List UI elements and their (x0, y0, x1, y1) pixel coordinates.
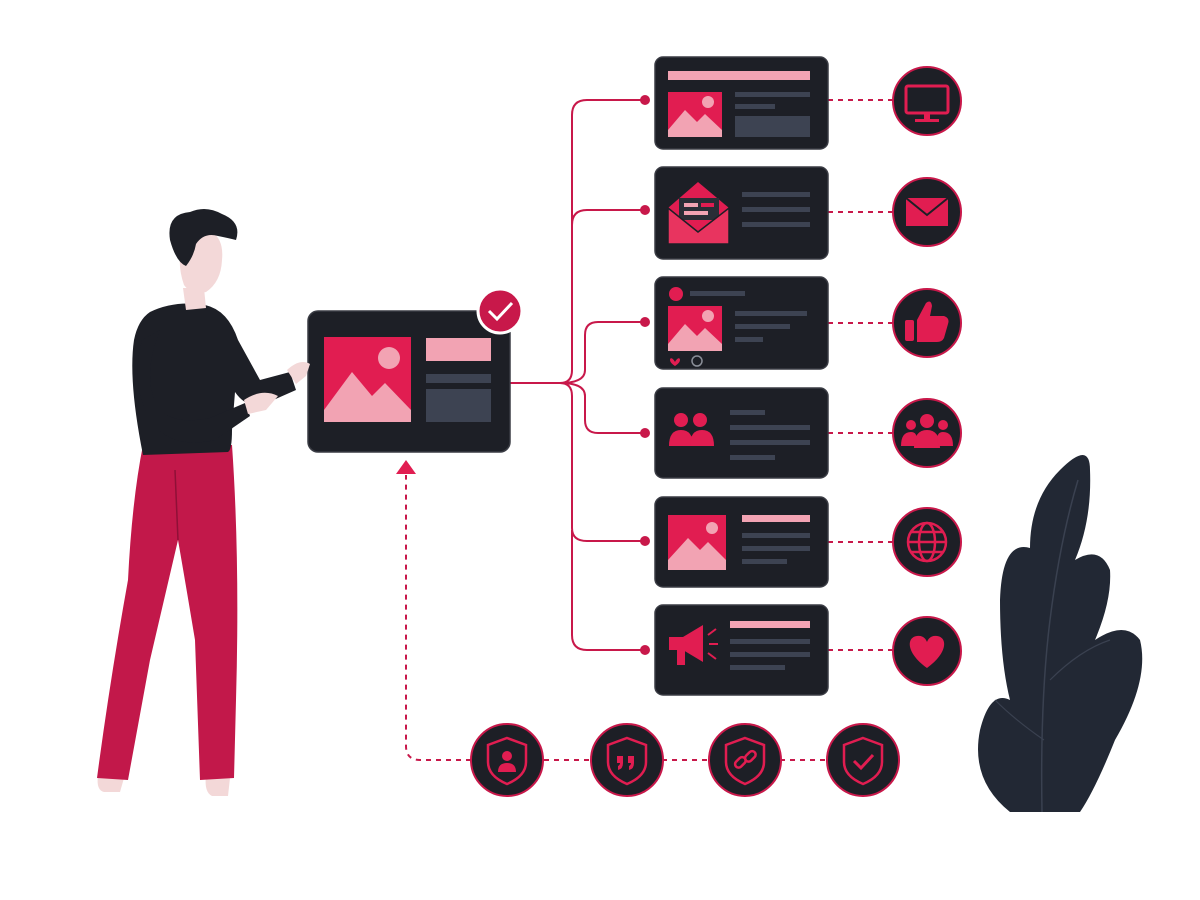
channel-card-email (654, 166, 829, 260)
shield-check-icon (842, 736, 884, 786)
image-icon (668, 515, 726, 570)
thumbs-up-icon (905, 301, 949, 342)
image-icon (668, 92, 722, 137)
channel-node-favorite (892, 616, 962, 686)
decorative-plant (978, 455, 1143, 813)
text-placeholder (426, 374, 491, 383)
hand (244, 392, 278, 414)
channel-node-web (892, 507, 962, 577)
open-envelope-icon (667, 182, 730, 245)
image-icon (668, 306, 722, 351)
security-node-link (708, 723, 782, 797)
hand (287, 362, 310, 384)
channel-node-email (892, 177, 962, 247)
security-node-quote (590, 723, 664, 797)
image-icon (324, 337, 411, 422)
shoe (205, 776, 230, 796)
heart-icon (909, 635, 945, 668)
comment-icon (691, 355, 703, 367)
pants (97, 445, 238, 780)
channel-node-like (892, 288, 962, 358)
heart-icon (670, 358, 680, 366)
security-return-path (396, 460, 829, 761)
arrow-up-icon (396, 460, 416, 474)
check-badge (476, 287, 524, 335)
check-icon (487, 301, 514, 322)
channel-dashed-lines (828, 99, 892, 651)
channel-node-community (892, 398, 962, 468)
connector-dot (640, 205, 650, 215)
channel-node-monitor (892, 66, 962, 136)
shield-link-icon (724, 736, 766, 786)
channel-card-website (654, 56, 829, 150)
security-node-user (470, 723, 544, 797)
envelope-icon (905, 197, 949, 226)
main-content-panel (307, 287, 524, 453)
channel-card-article (654, 496, 829, 588)
connector-dot (640, 95, 650, 105)
avatar (669, 287, 683, 301)
channel-card-advertising (654, 604, 829, 696)
users-icon (901, 414, 953, 448)
arm (137, 330, 250, 443)
connector-dot (640, 536, 650, 546)
security-node-check (826, 723, 900, 797)
globe-icon (906, 521, 948, 563)
person-figure (97, 208, 310, 796)
neck (183, 288, 206, 310)
connector-dot (640, 428, 650, 438)
hair (169, 208, 238, 266)
connector-lines (510, 95, 650, 655)
shield-user-icon (486, 736, 528, 786)
users-icon (669, 413, 714, 446)
monitor-icon (904, 84, 950, 122)
connector-dot (640, 645, 650, 655)
text-placeholder (426, 389, 491, 422)
sweater (132, 303, 296, 455)
channel-card-community (654, 387, 829, 479)
shield-quote-icon (606, 736, 648, 786)
connector-dot (640, 317, 650, 327)
text-placeholder (426, 338, 491, 361)
megaphone-icon (669, 625, 718, 665)
channel-card-social (654, 276, 829, 370)
shoe (97, 776, 124, 792)
